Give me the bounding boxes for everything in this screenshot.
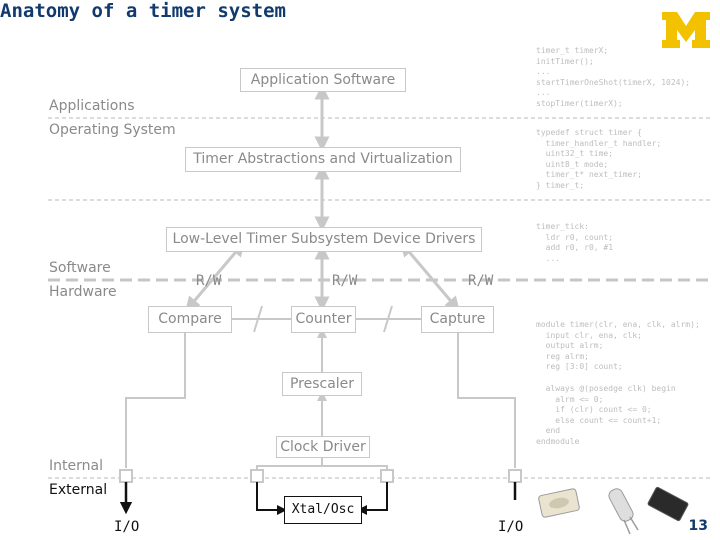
code-hardware-module: module timer(clr, ena, clk, alrm); input… [536, 320, 700, 371]
clock-driver-box: Clock Driver [276, 436, 370, 458]
layer-operating-system: Operating System [49, 122, 176, 138]
code-application: timer_t timerX; initTimer(); ... startTi… [536, 46, 691, 108]
layer-external: External [49, 482, 108, 498]
application-software-box: Application Software [240, 68, 406, 92]
layer-applications: Applications [49, 98, 135, 114]
timer-abstractions-box: Timer Abstractions and Virtualization [185, 147, 461, 172]
code-os-struct: typedef struct timer { timer_handler_t h… [536, 128, 662, 190]
layer-internal: Internal [49, 458, 103, 474]
capture-box: Capture [421, 306, 494, 333]
university-logo-icon [662, 12, 710, 48]
layer-software: Software [49, 260, 111, 276]
prescaler-box: Prescaler [282, 372, 362, 396]
low-level-drivers-box: Low-Level Timer Subsystem Device Drivers [166, 227, 482, 252]
layer-hardware: Hardware [49, 284, 117, 300]
rw-label-compare: R/W [196, 273, 222, 289]
counter-box: Counter [291, 306, 356, 333]
code-driver-asm: timer_tick: ldr r0, count; add r0, r0, #… [536, 222, 614, 263]
page-title: Anatomy of a timer system [0, 0, 286, 22]
io-label-right: I/O [498, 519, 524, 535]
page-number: 13 [688, 518, 708, 534]
compare-box: Compare [148, 306, 232, 333]
xtal-osc-box: Xtal/Osc [284, 496, 362, 524]
io-label-left: I/O [114, 519, 140, 535]
rw-label-counter: R/W [332, 273, 358, 289]
rw-label-capture: R/W [468, 273, 494, 289]
code-hardware-always: always @(posedge clk) begin alrm <= 0; i… [536, 384, 676, 446]
